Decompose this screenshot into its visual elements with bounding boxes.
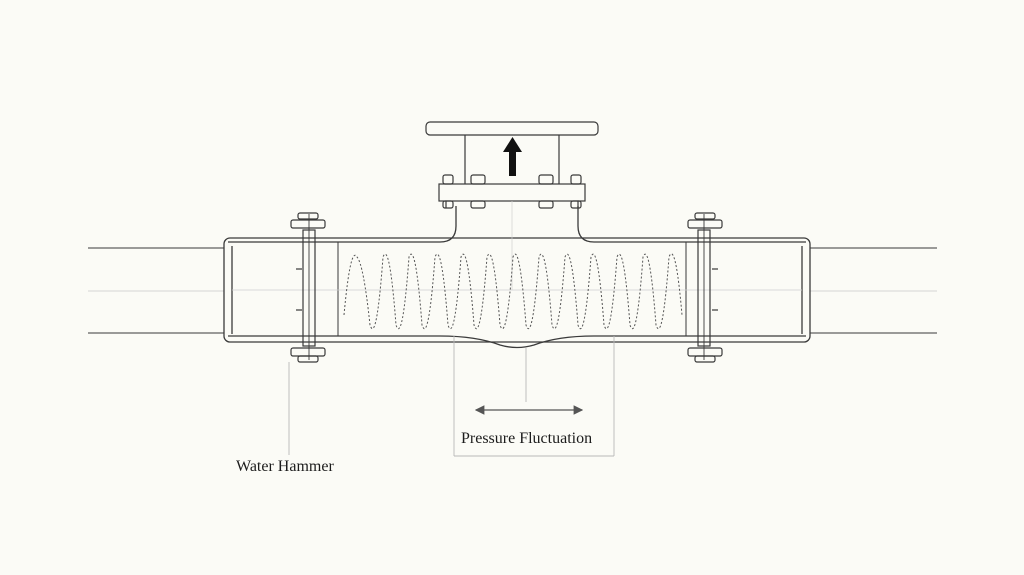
valve-assembly (425, 121, 599, 290)
right-pipe (810, 247, 937, 334)
water-hammer-label: Water Hammer (236, 458, 334, 475)
right-flange (687, 212, 723, 363)
pressure-callout (453, 336, 615, 457)
center-pipe-body (223, 206, 811, 349)
pressure-wave (343, 253, 683, 330)
pressure-fluctuation-label: Pressure Fluctuation (461, 430, 593, 447)
left-pipe (88, 247, 224, 334)
arrow-up-icon (503, 137, 522, 176)
left-flange (290, 212, 326, 363)
